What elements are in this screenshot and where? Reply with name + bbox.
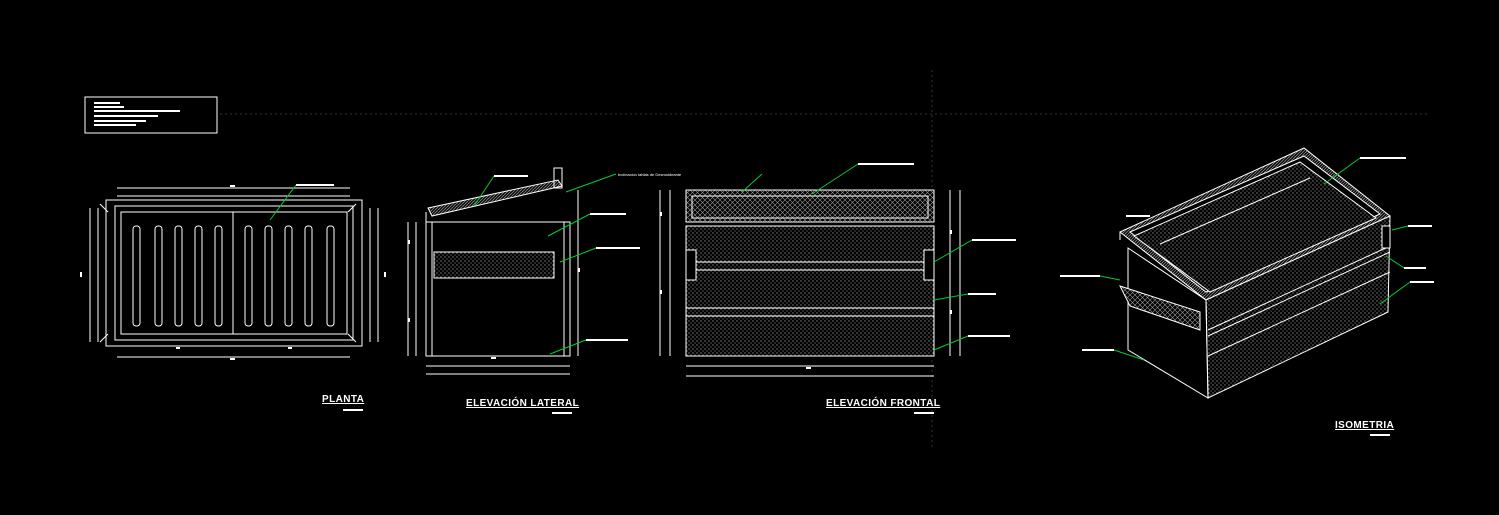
view-title-elevacion-lateral: ELEVACIÓN LATERAL bbox=[466, 398, 580, 409]
side-note-label: Inclinacion tablas de Desmoldeante bbox=[618, 172, 682, 177]
isometria-view bbox=[1060, 147, 1434, 399]
scale-bar-isometria bbox=[1370, 434, 1390, 436]
scale-bar-elevacion-frontal bbox=[914, 412, 934, 414]
scale-bar-elevacion-lateral bbox=[552, 412, 572, 414]
scale-bar-planta bbox=[343, 409, 363, 411]
view-title-isometria: ISOMETRIA bbox=[1335, 420, 1395, 431]
view-title-elevacion-frontal: ELEVACIÓN FRONTAL bbox=[826, 398, 941, 409]
elevacion-lateral-view bbox=[407, 167, 640, 375]
elevacion-frontal-view bbox=[659, 163, 1016, 377]
planta-view bbox=[80, 184, 386, 360]
planta-slots bbox=[132, 225, 335, 327]
legend-box bbox=[84, 96, 218, 134]
view-title-planta: PLANTA bbox=[322, 394, 365, 405]
